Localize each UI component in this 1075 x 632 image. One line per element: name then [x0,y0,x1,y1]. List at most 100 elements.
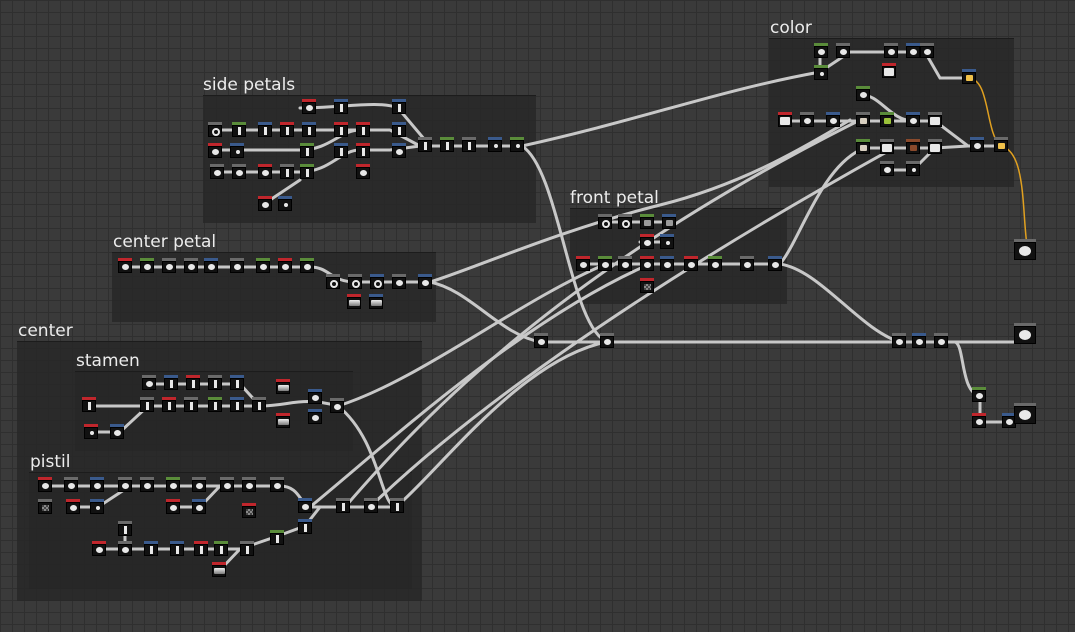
node-fp-7[interactable] [576,256,590,271]
node-side-node-7[interactable] [356,122,370,137]
node-fp-8[interactable] [598,256,612,271]
node-mid-7[interactable] [972,413,986,428]
node-fp-12[interactable] [684,256,698,271]
node-cp-gradient-1[interactable] [347,294,361,309]
node-stamen-gradient-1[interactable] [276,379,290,394]
node-pistil-17[interactable] [92,541,106,556]
node-fp-noise[interactable] [640,278,654,293]
node-color-4[interactable] [906,43,920,58]
node-cp-9[interactable] [300,258,314,273]
node-fp-11[interactable] [660,256,674,271]
node-cp-gradient-2[interactable] [369,294,383,309]
node-side-node-16[interactable] [232,164,246,179]
node-color-23[interactable] [880,161,894,176]
node-color-13[interactable] [856,112,870,127]
node-side-node-5[interactable] [302,122,316,137]
node-side-out-4[interactable] [488,137,502,152]
node-side-node-10[interactable] [230,143,244,158]
node-stamen-12[interactable] [252,397,266,412]
node-side-out-2[interactable] [440,137,454,152]
node-side-node-14[interactable] [392,143,406,158]
node-pistil-10[interactable] [270,477,284,492]
node-mid-3[interactable] [892,333,906,348]
node-side-node-8[interactable] [392,122,406,137]
node-pistil-21[interactable] [194,541,208,556]
node-cp-6[interactable] [230,258,244,273]
node-stamen-8[interactable] [162,397,176,412]
node-side-node-3[interactable] [258,122,272,137]
node-mid-1[interactable] [534,333,548,348]
node-pistil-22[interactable] [214,541,228,556]
node-color-7[interactable] [882,63,896,78]
node-cp-7[interactable] [256,258,270,273]
node-fp-5[interactable] [640,234,654,249]
node-stamen-out[interactable] [330,398,344,413]
node-stamen-4[interactable] [208,375,222,390]
node-stamen-15[interactable] [308,389,322,404]
node-fp-10[interactable] [640,256,654,271]
node-color-2[interactable] [836,43,850,58]
node-pistil-13[interactable] [166,499,180,514]
node-side-node-6[interactable] [334,122,348,137]
node-cp-10[interactable] [326,274,340,289]
node-color-14[interactable] [880,112,894,127]
node-pistil-27[interactable] [364,498,378,513]
node-color-16[interactable] [928,112,942,127]
node-stamen-3[interactable] [186,375,200,390]
node-side-transform-2[interactable] [392,99,406,114]
node-pistil-noise-1[interactable] [38,499,52,514]
node-fp-3[interactable] [640,214,654,229]
node-side-node-20[interactable] [356,164,370,179]
node-side-noise-1[interactable] [302,99,316,114]
node-fp-9[interactable] [618,256,632,271]
node-pistil-7[interactable] [192,477,206,492]
node-fp-14[interactable] [740,256,754,271]
node-stamen-6[interactable] [82,397,96,412]
node-color-11[interactable] [800,112,814,127]
node-color-1[interactable] [814,43,828,58]
node-pistil-1[interactable] [38,477,52,492]
node-mid-6[interactable] [972,387,986,402]
node-cp-14[interactable] [418,274,432,289]
node-side-node-11[interactable] [300,143,314,158]
node-output-2[interactable] [1014,403,1036,424]
node-side-node-4[interactable] [280,122,294,137]
node-side-out-1[interactable] [418,137,432,152]
node-fp-2[interactable] [618,214,632,229]
node-color-8[interactable] [962,69,976,84]
node-pistil-28[interactable] [390,498,404,513]
node-fp-1[interactable] [598,214,612,229]
node-stamen-11[interactable] [230,397,244,412]
node-fp-6[interactable] [660,234,674,249]
node-side-node-2[interactable] [232,122,246,137]
node-color-22[interactable] [994,137,1008,152]
node-side-node-21[interactable] [258,196,272,211]
node-color-9[interactable] [856,86,870,101]
node-side-node-15[interactable] [210,164,224,179]
node-pistil-2[interactable] [64,477,78,492]
node-cp-5[interactable] [204,258,218,273]
node-stamen-16[interactable] [308,409,322,424]
node-pistil-16[interactable] [118,521,132,536]
node-color-5[interactable] [920,43,934,58]
node-cp-4[interactable] [184,258,198,273]
node-pistil-18[interactable] [118,541,132,556]
node-pistil-gradient[interactable] [212,562,226,577]
node-pistil-noise-2[interactable] [242,503,256,518]
node-color-10[interactable] [778,112,792,127]
node-side-transform-1[interactable] [334,99,348,114]
node-side-node-13[interactable] [356,143,370,158]
node-pistil-14[interactable] [192,499,206,514]
node-side-node-22[interactable] [278,196,292,211]
node-pistil-11[interactable] [66,499,80,514]
node-color-12[interactable] [826,112,840,127]
node-cp-13[interactable] [392,274,406,289]
node-pistil-12[interactable] [90,499,104,514]
node-mid-2[interactable] [600,333,614,348]
node-fp-4[interactable] [662,214,676,229]
node-output-1[interactable] [1014,323,1036,344]
node-stamen-gradient-2[interactable] [276,413,290,428]
node-cp-12[interactable] [370,274,384,289]
node-pistil-4[interactable] [118,477,132,492]
node-pistil-23[interactable] [240,541,254,556]
